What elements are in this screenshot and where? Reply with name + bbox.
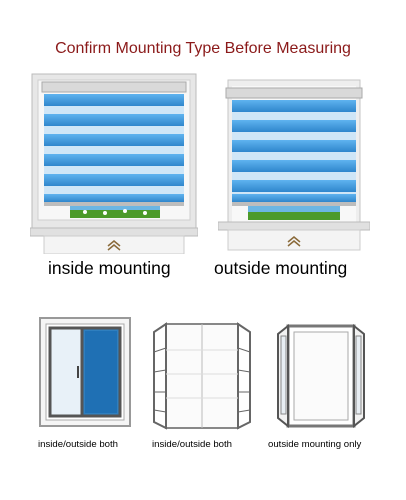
- page-title: Confirm Mounting Type Before Measuring: [55, 40, 351, 57]
- sliding-window-caption: inside/outside both: [38, 439, 119, 450]
- casement-window-illustration: [276, 322, 366, 430]
- french-window-illustration: [152, 322, 252, 430]
- sliding-window-illustration: [38, 316, 132, 428]
- outside-mounting-illustration: [218, 76, 370, 254]
- french-window-caption: inside/outside both: [152, 439, 233, 450]
- inside-mounting-caption: inside mounting: [48, 258, 171, 278]
- inside-mounting-illustration: [30, 68, 198, 254]
- outside-mounting-caption: outside mounting: [214, 258, 348, 278]
- casement-window-caption: outside mounting only: [268, 439, 362, 450]
